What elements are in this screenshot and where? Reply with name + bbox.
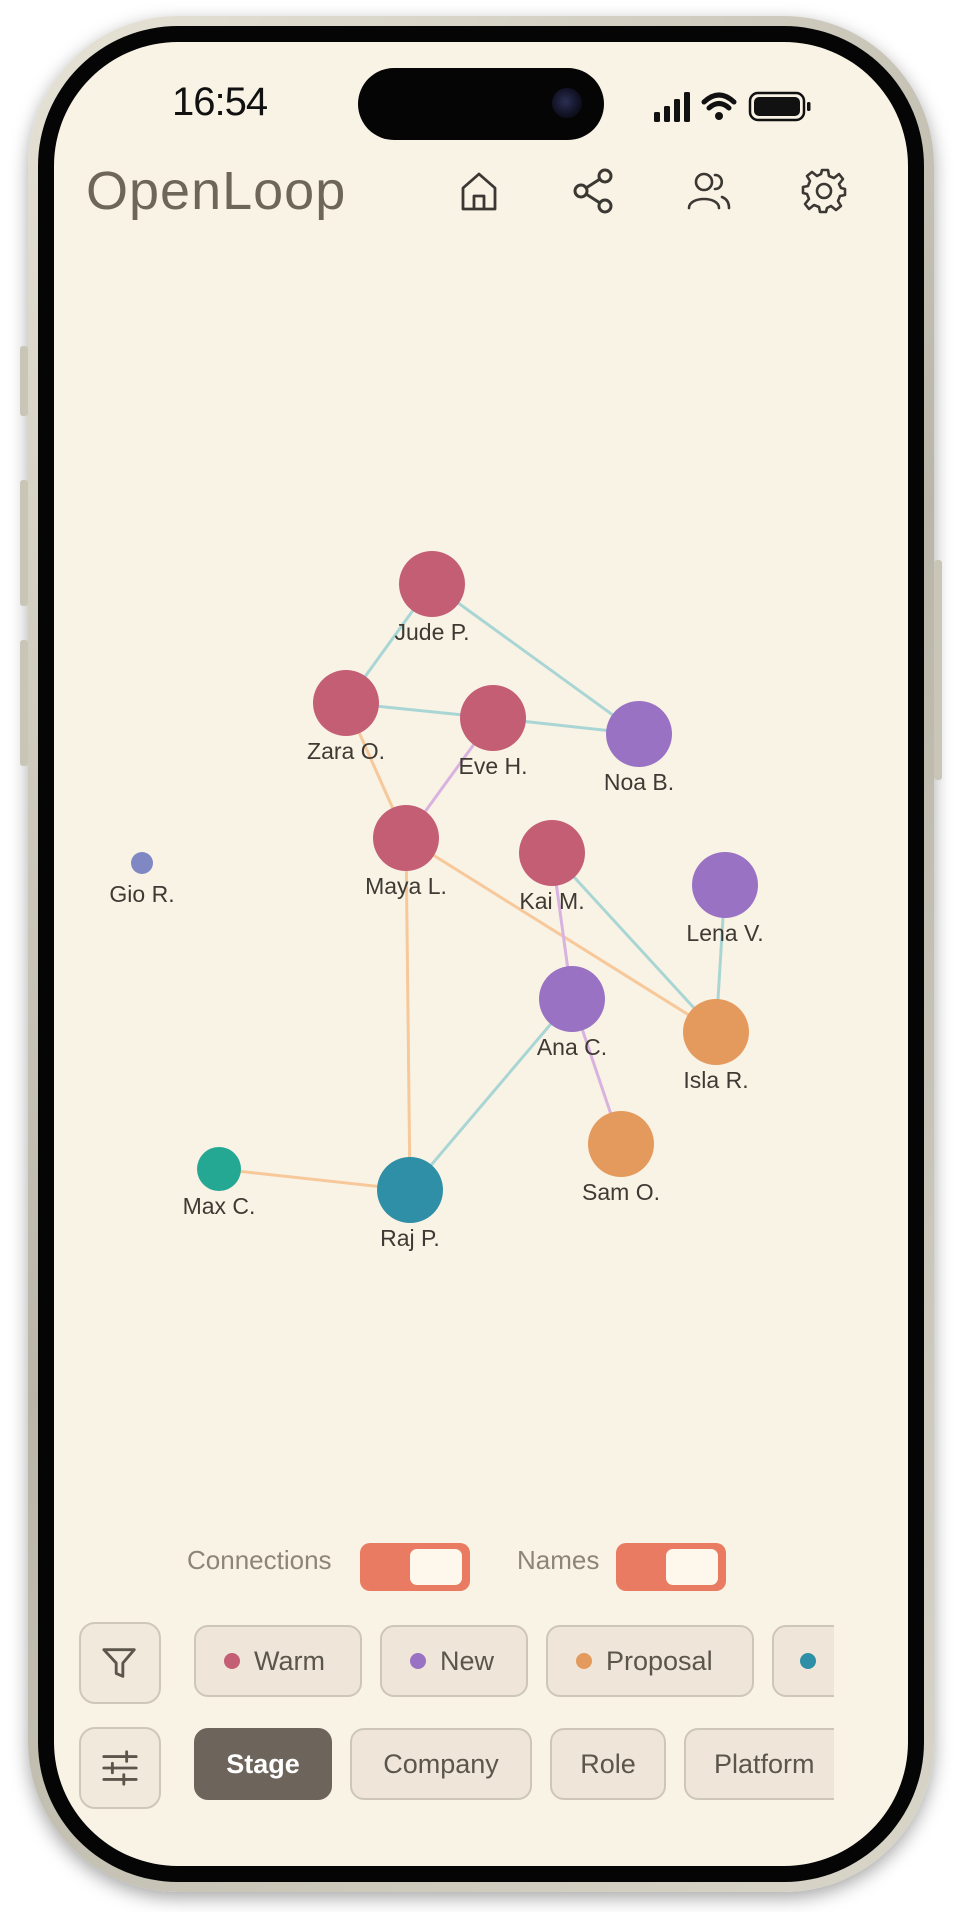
node-circle[interactable]	[683, 999, 749, 1065]
node-label: Gio R.	[109, 881, 174, 907]
node-label: Eve H.	[458, 753, 527, 779]
filter-icon	[102, 1648, 136, 1678]
battery-icon	[748, 91, 811, 122]
settings-icon[interactable]	[799, 166, 849, 216]
volume-down-button	[20, 640, 28, 766]
graph-node-raj[interactable]: Raj P.	[377, 1157, 443, 1251]
share-icon[interactable]	[569, 166, 619, 216]
graph-node-jude[interactable]: Jude P.	[394, 551, 470, 645]
edge-maya-isla	[405, 836, 717, 1034]
chip-label: New	[440, 1645, 495, 1676]
group-by-chips: Stage Company Role Platform	[194, 1728, 834, 1804]
node-label: Maya L.	[365, 873, 447, 899]
node-circle[interactable]	[539, 966, 605, 1032]
graph-node-kai[interactable]: Kai M.	[519, 820, 585, 914]
wifi-icon	[701, 92, 737, 120]
node-label: Noa B.	[604, 769, 674, 795]
users-icon[interactable]	[684, 166, 734, 216]
node-circle[interactable]	[588, 1111, 654, 1177]
node-circle[interactable]	[606, 701, 672, 767]
node-circle[interactable]	[197, 1147, 241, 1191]
edge-kai-isla	[550, 851, 718, 1034]
node-label: Isla R.	[683, 1067, 748, 1093]
status-icons	[654, 91, 811, 122]
node-label: Raj P.	[380, 1225, 440, 1251]
status-dot	[800, 1653, 816, 1669]
filter-button[interactable]	[79, 1622, 161, 1704]
edge-ana-raj	[408, 998, 574, 1191]
node-circle[interactable]	[313, 670, 379, 736]
node-circle[interactable]	[519, 820, 585, 886]
chip-label: Proposal	[606, 1645, 713, 1676]
graph-node-zara[interactable]: Zara O.	[307, 670, 385, 764]
toggle-knob	[666, 1549, 718, 1585]
graph-node-max[interactable]: Max C.	[183, 1147, 256, 1219]
node-label: Kai M.	[519, 888, 584, 914]
volume-up-button	[20, 480, 28, 606]
action-button	[20, 346, 28, 416]
filter-chip-new[interactable]: New	[380, 1625, 528, 1697]
group-chip-role[interactable]: Role	[550, 1728, 666, 1800]
filter-chip-partial[interactable]	[772, 1625, 834, 1697]
graph-node-sam[interactable]: Sam O.	[582, 1111, 660, 1205]
graph-node-isla[interactable]: Isla R.	[683, 999, 749, 1093]
graph-node-maya[interactable]: Maya L.	[365, 805, 447, 899]
status-dot	[576, 1653, 592, 1669]
graph-node-gio[interactable]: Gio R.	[109, 852, 175, 907]
group-chip-platform[interactable]: Platform	[684, 1728, 834, 1800]
signal-icon	[654, 92, 690, 122]
names-toggle[interactable]	[616, 1543, 726, 1591]
node-label: Ana C.	[537, 1034, 607, 1060]
app-logo: OpenLoop	[86, 161, 347, 221]
edge-jude-noa	[431, 582, 640, 736]
graph-node-lena[interactable]: Lena V.	[686, 852, 764, 946]
node-label: Max C.	[183, 1193, 256, 1219]
node-label: Sam O.	[582, 1179, 660, 1205]
node-circle[interactable]	[692, 852, 758, 918]
home-icon[interactable]	[454, 166, 504, 216]
network-graph: Jude P. Zara O. Eve H. Noa B. Maya L. Kai M. L…	[109, 551, 764, 1251]
node-label: Jude P.	[394, 619, 469, 645]
power-button	[934, 560, 942, 780]
group-chip-stage[interactable]: Stage	[194, 1728, 332, 1800]
graph-node-ana[interactable]: Ana C.	[537, 966, 607, 1060]
filter-chip-proposal[interactable]: Proposal	[546, 1625, 754, 1697]
node-circle[interactable]	[399, 551, 465, 617]
chip-label: Warm	[254, 1645, 325, 1676]
filter-chips: Warm New Proposal	[194, 1625, 834, 1701]
node-circle[interactable]	[377, 1157, 443, 1223]
connections-toggle[interactable]	[360, 1543, 470, 1591]
node-circle[interactable]	[131, 852, 153, 874]
filter-chip-warm[interactable]: Warm	[194, 1625, 362, 1697]
app-screen: 16:54 OpenLoop	[54, 42, 908, 1866]
connections-toggle-label: Connections	[187, 1545, 332, 1575]
graph-node-noa[interactable]: Noa B.	[604, 701, 674, 795]
edge-maya-raj	[404, 837, 412, 1191]
names-toggle-label: Names	[517, 1545, 600, 1575]
node-circle[interactable]	[373, 805, 439, 871]
sliders-icon	[102, 1750, 138, 1786]
toggle-knob	[410, 1549, 462, 1585]
graph-node-eve[interactable]: Eve H.	[458, 685, 528, 779]
status-dot	[224, 1653, 240, 1669]
group-chip-company[interactable]: Company	[350, 1728, 532, 1800]
node-circle[interactable]	[460, 685, 526, 751]
node-label: Zara O.	[307, 738, 385, 764]
node-label: Lena V.	[686, 920, 763, 946]
group-settings-button[interactable]	[79, 1727, 161, 1809]
status-time: 16:54	[172, 80, 268, 124]
status-dot	[410, 1653, 426, 1669]
front-camera	[552, 88, 582, 118]
